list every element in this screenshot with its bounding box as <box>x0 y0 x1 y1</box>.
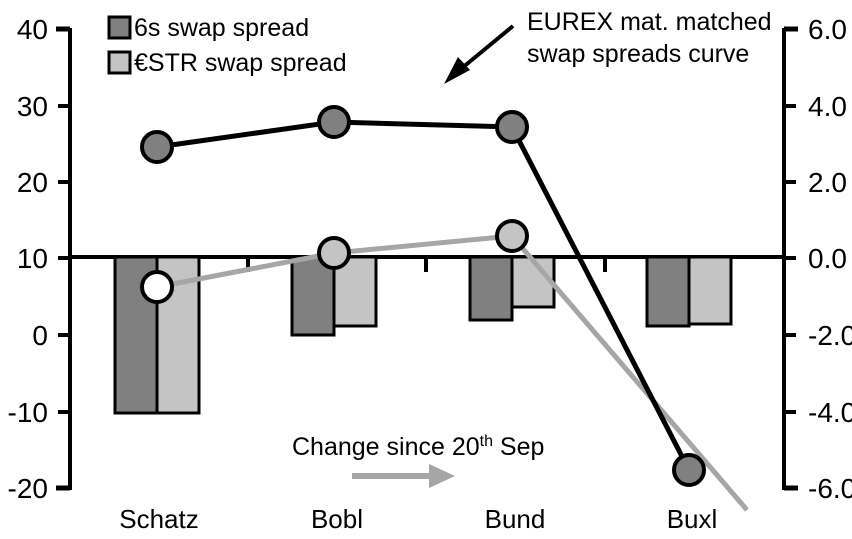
line-eurex-curve <box>156 119 692 472</box>
legend-swatch-estr <box>107 50 132 75</box>
marker-change-bobl <box>317 236 351 270</box>
line-change-since-curve <box>156 233 749 512</box>
bar-group-buxl <box>645 255 733 328</box>
right-tick-label-6: 6.0 <box>808 14 847 45</box>
bar-estr-bund <box>510 255 556 309</box>
x-axis-ticks <box>68 257 786 272</box>
right-tick-label-m2: -2.0 <box>808 320 852 351</box>
legend-label-6s: 6s swap spread <box>134 14 309 42</box>
right-tick-label-m6: -6.0 <box>808 473 852 504</box>
left-tick-label-20: 20 <box>17 167 48 198</box>
bar-6s-bund <box>468 255 514 322</box>
bar-estr-buxl <box>687 255 733 326</box>
right-tick-label-0: 0.0 <box>808 243 847 274</box>
marker-eurex-bund <box>495 110 529 144</box>
marker-eurex-schatz <box>140 130 174 164</box>
change-since-text: Change since 20th Sep <box>292 433 544 461</box>
right-axis: 6.0 4.0 2.0 0.0 -2.0 -4.0 -6.0 <box>782 14 852 504</box>
marker-eurex-bobl <box>317 105 351 139</box>
marker-eurex-buxl <box>672 453 706 487</box>
right-arrow-icon <box>352 464 455 488</box>
eurex-annotation-line1: EUREX mat. matched <box>527 8 772 36</box>
left-tick-label-0: 0 <box>32 320 48 351</box>
right-tick-label-m4: -4.0 <box>808 397 852 428</box>
change-since-annotation: Change since 20th Sep <box>292 433 544 488</box>
category-label-buxl: Buxl <box>667 504 718 534</box>
left-tick-label-40: 40 <box>17 14 48 45</box>
left-tick-label-m20: -20 <box>8 473 48 504</box>
marker-change-bund <box>495 219 529 253</box>
legend-label-estr: €STR swap spread <box>134 49 347 77</box>
category-label-bund: Bund <box>485 504 546 534</box>
down-left-arrow-icon <box>444 24 515 84</box>
right-tick-label-2: 2.0 <box>808 167 847 198</box>
bar-estr-bobl <box>332 255 378 328</box>
chart-legend: 6s swap spread €STR swap spread <box>107 14 347 77</box>
change-since-text-after: Sep <box>493 433 544 461</box>
marker-change-schatz <box>140 270 174 304</box>
change-since-text-before: Change since 20 <box>292 433 480 461</box>
bar-group-bund <box>468 255 556 322</box>
left-axis: 40 30 20 10 0 -10 -20 <box>8 14 72 504</box>
left-tick-label-30: 30 <box>17 91 48 122</box>
legend-swatch-6s <box>107 15 132 40</box>
bar-6s-buxl <box>645 255 691 328</box>
left-tick-label-10: 10 <box>17 243 48 274</box>
right-tick-label-4: 4.0 <box>808 91 847 122</box>
category-label-schatz: Schatz <box>119 504 199 534</box>
category-label-bobl: Bobl <box>311 504 363 534</box>
eurex-curve-annotation: EUREX mat. matched swap spreads curve <box>444 8 772 84</box>
eurex-annotation-line2: swap spreads curve <box>527 40 749 68</box>
left-tick-label-m10: -10 <box>8 397 48 428</box>
bar-group-bobl <box>290 255 378 337</box>
change-since-superscript: th <box>480 433 493 450</box>
